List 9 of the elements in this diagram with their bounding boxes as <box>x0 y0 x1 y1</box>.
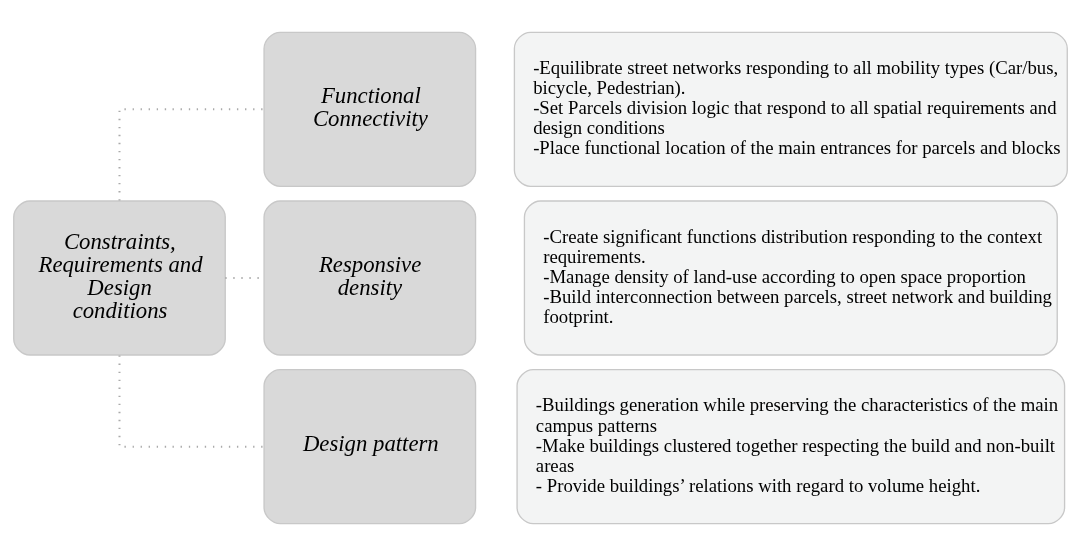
connector <box>118 108 265 201</box>
node-box: -Equilibrate street networks responding to all mobility types (Car/bus, bicycle, Pedestrian). -Set Parcels division logic that respond to all spatial requirements and design conditions -Place functional location of the main entrances for parcels and blocks <box>513 31 1068 187</box>
node-box: Design pattern <box>263 369 477 525</box>
connector <box>118 355 265 448</box>
node-box: -Create significant functions distribution responding to the context requirements. -Manage density of land-use according to open space proportion -Build interconnection between parcels, street network and building footprint. <box>523 200 1058 356</box>
node-box: Functional Connectivity <box>263 31 477 187</box>
node-box: Constraints, Requirements and Design conditions <box>13 200 226 356</box>
node-box: -Buildings generation while preserving the characteristics of the main campus patterns -Make buildings clustered together respecting the build and non-built areas - Provide buildings’ relations with regard to volume height. <box>516 369 1066 525</box>
node-box: Responsive density <box>263 200 477 356</box>
